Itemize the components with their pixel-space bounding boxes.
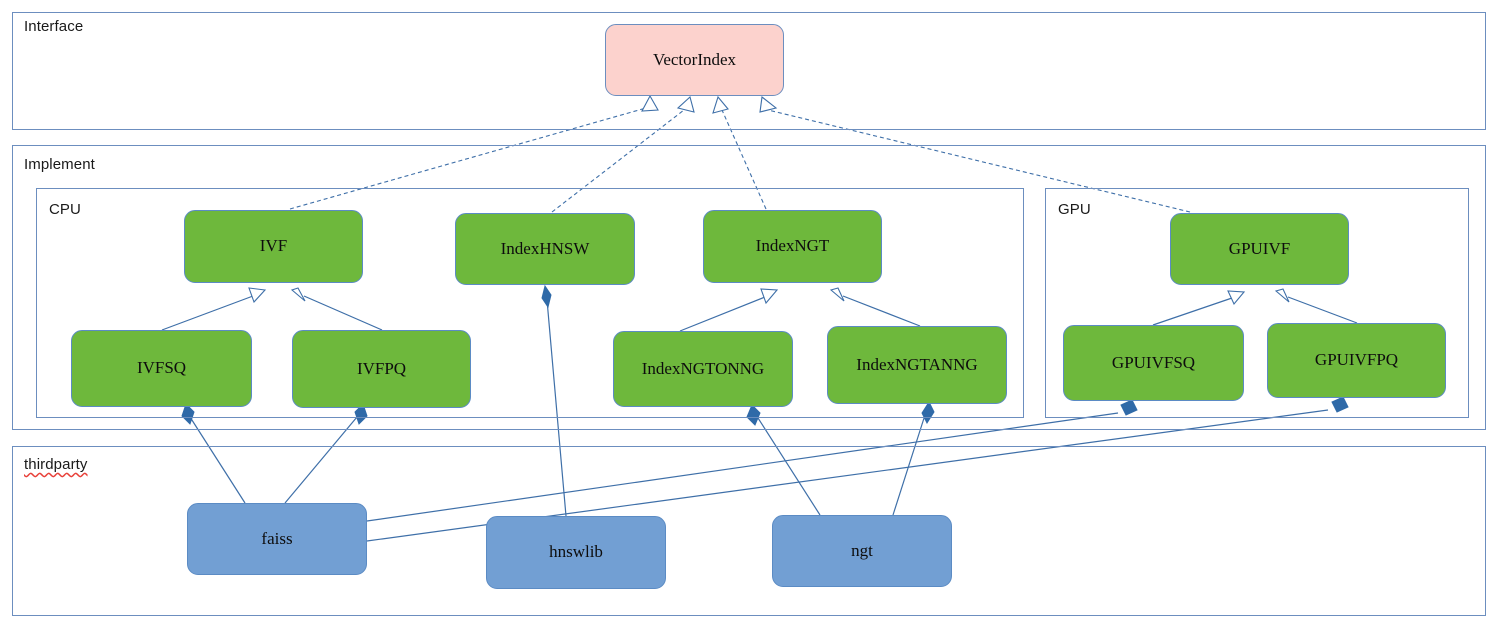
package-thirdparty (12, 446, 1486, 616)
package-label-gpu: GPU (1058, 201, 1091, 218)
node-label-hnswlib: hnswlib (549, 542, 603, 562)
node-faiss[interactable]: faiss (187, 503, 367, 575)
node-label-ivf: IVF (259, 236, 288, 256)
package-interface (12, 12, 1486, 130)
package-label-interface: Interface (24, 18, 84, 35)
package-implement (12, 145, 1486, 430)
package-cpu (36, 188, 1024, 418)
node-label-gpuivfpq: GPUIVFPQ (1314, 350, 1399, 370)
node-label-faiss: faiss (261, 528, 293, 548)
node-ivf[interactable]: IVF (184, 210, 363, 283)
package-label-cpu: CPU (49, 201, 81, 218)
node-label-indexhnsw: IndexHNSW (500, 238, 590, 258)
node-label-gpuivfsq: GPUIVFSQ (1111, 352, 1196, 372)
package-label-implement: Implement (24, 156, 95, 173)
node-ivfsq[interactable]: IVFSQ (71, 330, 252, 407)
node-hnswlib[interactable]: hnswlib (486, 516, 666, 589)
node-indexngtanng[interactable]: IndexNGTANNG (827, 326, 1007, 404)
node-ngt[interactable]: ngt (772, 515, 952, 587)
node-indexhnsw[interactable]: IndexHNSW (455, 213, 635, 285)
node-gpuivf[interactable]: GPUIVF (1170, 213, 1349, 285)
node-label-ivfpq: IVFPQ (356, 358, 407, 378)
package-gpu (1045, 188, 1469, 418)
node-label-indexngtonng: IndexNGTONNG (641, 358, 765, 378)
node-label-ngt: ngt (851, 540, 873, 560)
node-label-indexngt: IndexNGT (755, 236, 830, 256)
node-indexngtonng[interactable]: IndexNGTONNG (613, 331, 793, 407)
node-label-vectorindex: VectorIndex (652, 49, 737, 69)
node-label-gpuivf: GPUIVF (1228, 238, 1291, 258)
node-gpuivfsq[interactable]: GPUIVFSQ (1063, 325, 1244, 401)
node-ivfpq[interactable]: IVFPQ (292, 330, 471, 408)
node-label-ivfsq: IVFSQ (136, 358, 187, 378)
node-label-indexngtanng: IndexNGTANNG (856, 354, 978, 374)
package-label-thirdparty: thirdparty (24, 456, 88, 473)
node-vectorindex[interactable]: VectorIndex (605, 24, 784, 96)
node-indexngt[interactable]: IndexNGT (703, 210, 882, 283)
node-gpuivfpq[interactable]: GPUIVFPQ (1267, 323, 1446, 398)
